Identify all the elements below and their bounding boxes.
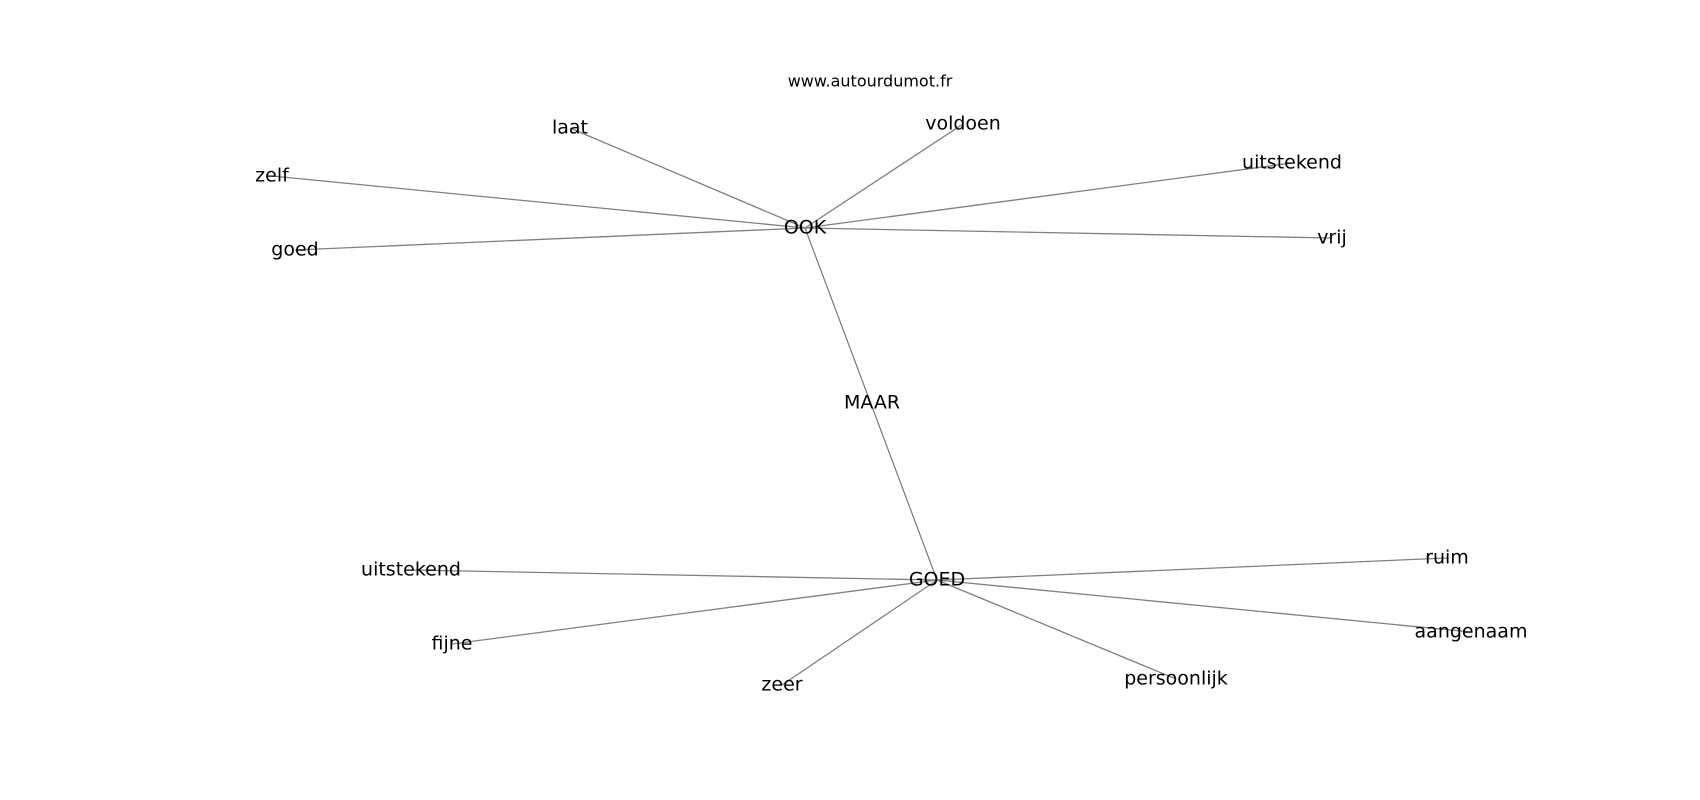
edge-ook-voldoen [804,123,964,229]
node-label-fijne: fijne [432,633,473,655]
edges-layer [271,123,1472,686]
node-label-goed_lower: goed [271,239,318,261]
edge-goed_upper-zeer [781,579,938,686]
node-label-laat: laat [552,117,588,139]
node-label-zelf: zelf [255,165,290,187]
edge-goed_upper-ruim [936,557,1448,581]
edge-ook-goed_upper [804,227,938,581]
node-label-aangenaam: aangenaam [1415,621,1528,643]
edge-goed_upper-aangenaam [936,579,1472,633]
edge-ook-zelf [271,175,806,229]
node-label-zeer: zeer [761,674,802,696]
labels-layer: OOK MAAR GOED laat voldoen zelf uitstekend goed… [255,113,1527,696]
node-label-persoonlijk: persoonlijk [1124,668,1228,690]
source-label: www.autourdumot.fr [788,72,953,91]
edge-goed_upper-persoonlijk [936,579,1177,680]
node-label-voldoen: voldoen [925,113,1001,135]
edge-ook-uitstekend_top [804,162,1293,229]
node-label-goed_upper: GOED [909,569,965,591]
edge-ook-laat [569,127,806,229]
edge-ook-vrij [804,227,1333,239]
edge-ook-goed_lower [294,227,806,251]
edge-goed_upper-fijne [451,579,938,645]
node-label-uitstekend_top: uitstekend [1242,152,1342,174]
node-label-uitstekend_bottom: uitstekend [361,559,461,581]
node-label-ook: OOK [784,217,827,239]
node-label-vrij: vrij [1317,227,1347,249]
edge-goed_upper-uitstekend_bottom [410,569,938,581]
node-label-ruim: ruim [1425,547,1469,569]
node-label-maar: MAAR [844,392,900,414]
